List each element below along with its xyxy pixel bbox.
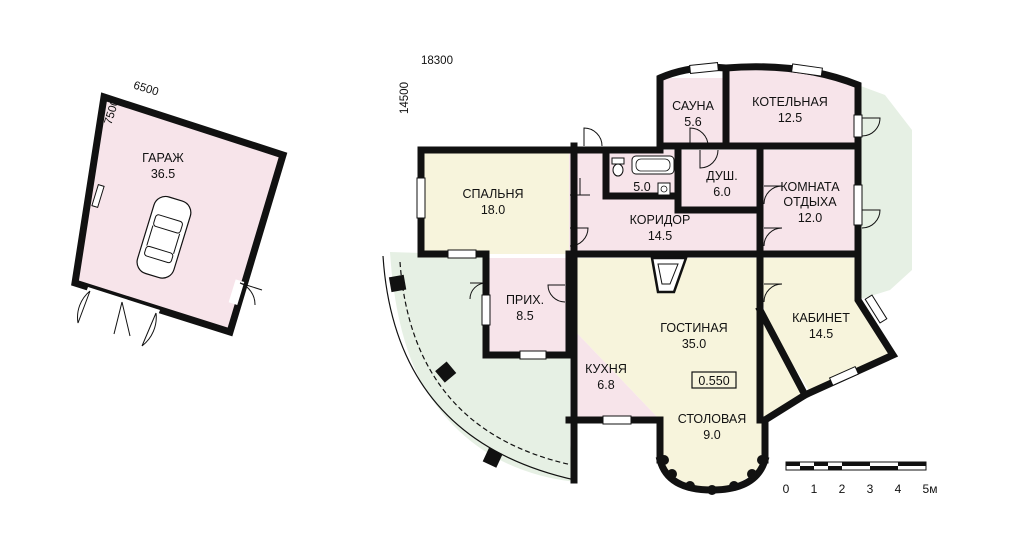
hall-area: 8.5 — [516, 309, 533, 323]
bedroom-area: 18.0 — [481, 203, 505, 217]
terrace-railing — [382, 255, 576, 481]
scale-tick-3: 3 — [867, 482, 874, 496]
scale-tick-1: 1 — [811, 482, 818, 496]
windows — [416, 62, 888, 425]
living-name: ГОСТИНАЯ — [660, 321, 727, 335]
garage-walls — [71, 92, 288, 337]
bathtub-icon — [631, 155, 675, 175]
terrace-railing-inner — [399, 261, 573, 466]
hall-name: ПРИХ. — [506, 293, 544, 307]
rest-room-name-line2: ОТДЫХА — [783, 195, 837, 209]
office-name: КАБИНЕТ — [792, 311, 850, 325]
garage-gate — [77, 290, 157, 347]
terrace — [390, 252, 575, 482]
terrace-column-1 — [388, 274, 407, 293]
terrace-right — [858, 85, 912, 300]
terrace-column-3 — [482, 447, 503, 468]
rest-room-name-line1: КОМНАТА — [780, 180, 840, 194]
car-icon — [136, 195, 192, 279]
rest-room-area: 12.0 — [798, 211, 822, 225]
kitchen-name: КУХНЯ — [585, 362, 627, 376]
office-area: 14.5 — [809, 327, 833, 341]
scale-bar: 0 1 2 3 4 5м — [783, 461, 938, 496]
corridor-area: 14.5 — [648, 229, 672, 243]
scale-tick-2: 2 — [839, 482, 846, 496]
house-depth-dimension: 14500 — [399, 82, 411, 114]
shower-floor — [678, 150, 760, 210]
boiler-name: КОТЕЛЬНАЯ — [752, 95, 828, 109]
dining-bay-columns — [659, 455, 767, 495]
fireplace-icon — [650, 256, 688, 294]
terrace-column-2 — [435, 361, 457, 383]
toilet-icon — [611, 157, 625, 177]
office-floor — [760, 258, 893, 392]
doors — [469, 117, 881, 303]
floor-level-label: 0.550 — [698, 374, 729, 388]
corridor-floor — [569, 150, 760, 254]
rest-room-floor — [760, 150, 858, 254]
boiler-floor — [726, 67, 858, 146]
garage-side-door-opening — [228, 279, 245, 305]
dining-name: СТОЛОВАЯ — [678, 412, 746, 426]
scale-tick-4: 4 — [895, 482, 902, 496]
sauna-floor — [660, 78, 726, 146]
dining-floor — [660, 420, 765, 488]
hall-floor — [486, 258, 569, 355]
floor-level-box — [691, 371, 737, 389]
house-width-dimension: 18300 — [421, 55, 453, 67]
sauna-name: САУНА — [672, 99, 715, 113]
shower-name: ДУШ. — [706, 169, 737, 183]
boiler-area: 12.5 — [778, 111, 802, 125]
shower-area: 6.0 — [713, 185, 730, 199]
house-block: 0.550 САУНА 5.6 КОТЕЛЬНАЯ 12.5 СПАЛЬНЯ 1… — [382, 55, 912, 495]
dining-area: 9.0 — [703, 428, 720, 442]
bedroom-name: СПАЛЬНЯ — [462, 187, 523, 201]
garage-area: 36.5 — [151, 167, 175, 181]
living-area: 35.0 — [682, 337, 706, 351]
bath-area: 5.0 — [633, 180, 650, 194]
garage-width-dimension: 6500 — [132, 80, 160, 99]
garage-block: ГАРАЖ 36.5 6500 7500 — [71, 80, 288, 347]
garage-name: ГАРАЖ — [142, 151, 184, 165]
scale-tick-0: 0 — [783, 482, 790, 496]
sink-icon — [657, 182, 671, 196]
living-floor — [574, 258, 805, 420]
kitchen-floor — [574, 330, 660, 420]
bedroom-floor — [421, 150, 569, 254]
garage-window — [91, 183, 105, 209]
kitchen-area: 6.8 — [597, 378, 614, 392]
scale-tick-5: 5м — [923, 482, 938, 496]
garage-side-door — [239, 282, 263, 306]
corridor-name: КОРИДОР — [630, 213, 691, 227]
sauna-area: 5.6 — [684, 115, 701, 129]
house-walls-2 — [570, 64, 862, 484]
